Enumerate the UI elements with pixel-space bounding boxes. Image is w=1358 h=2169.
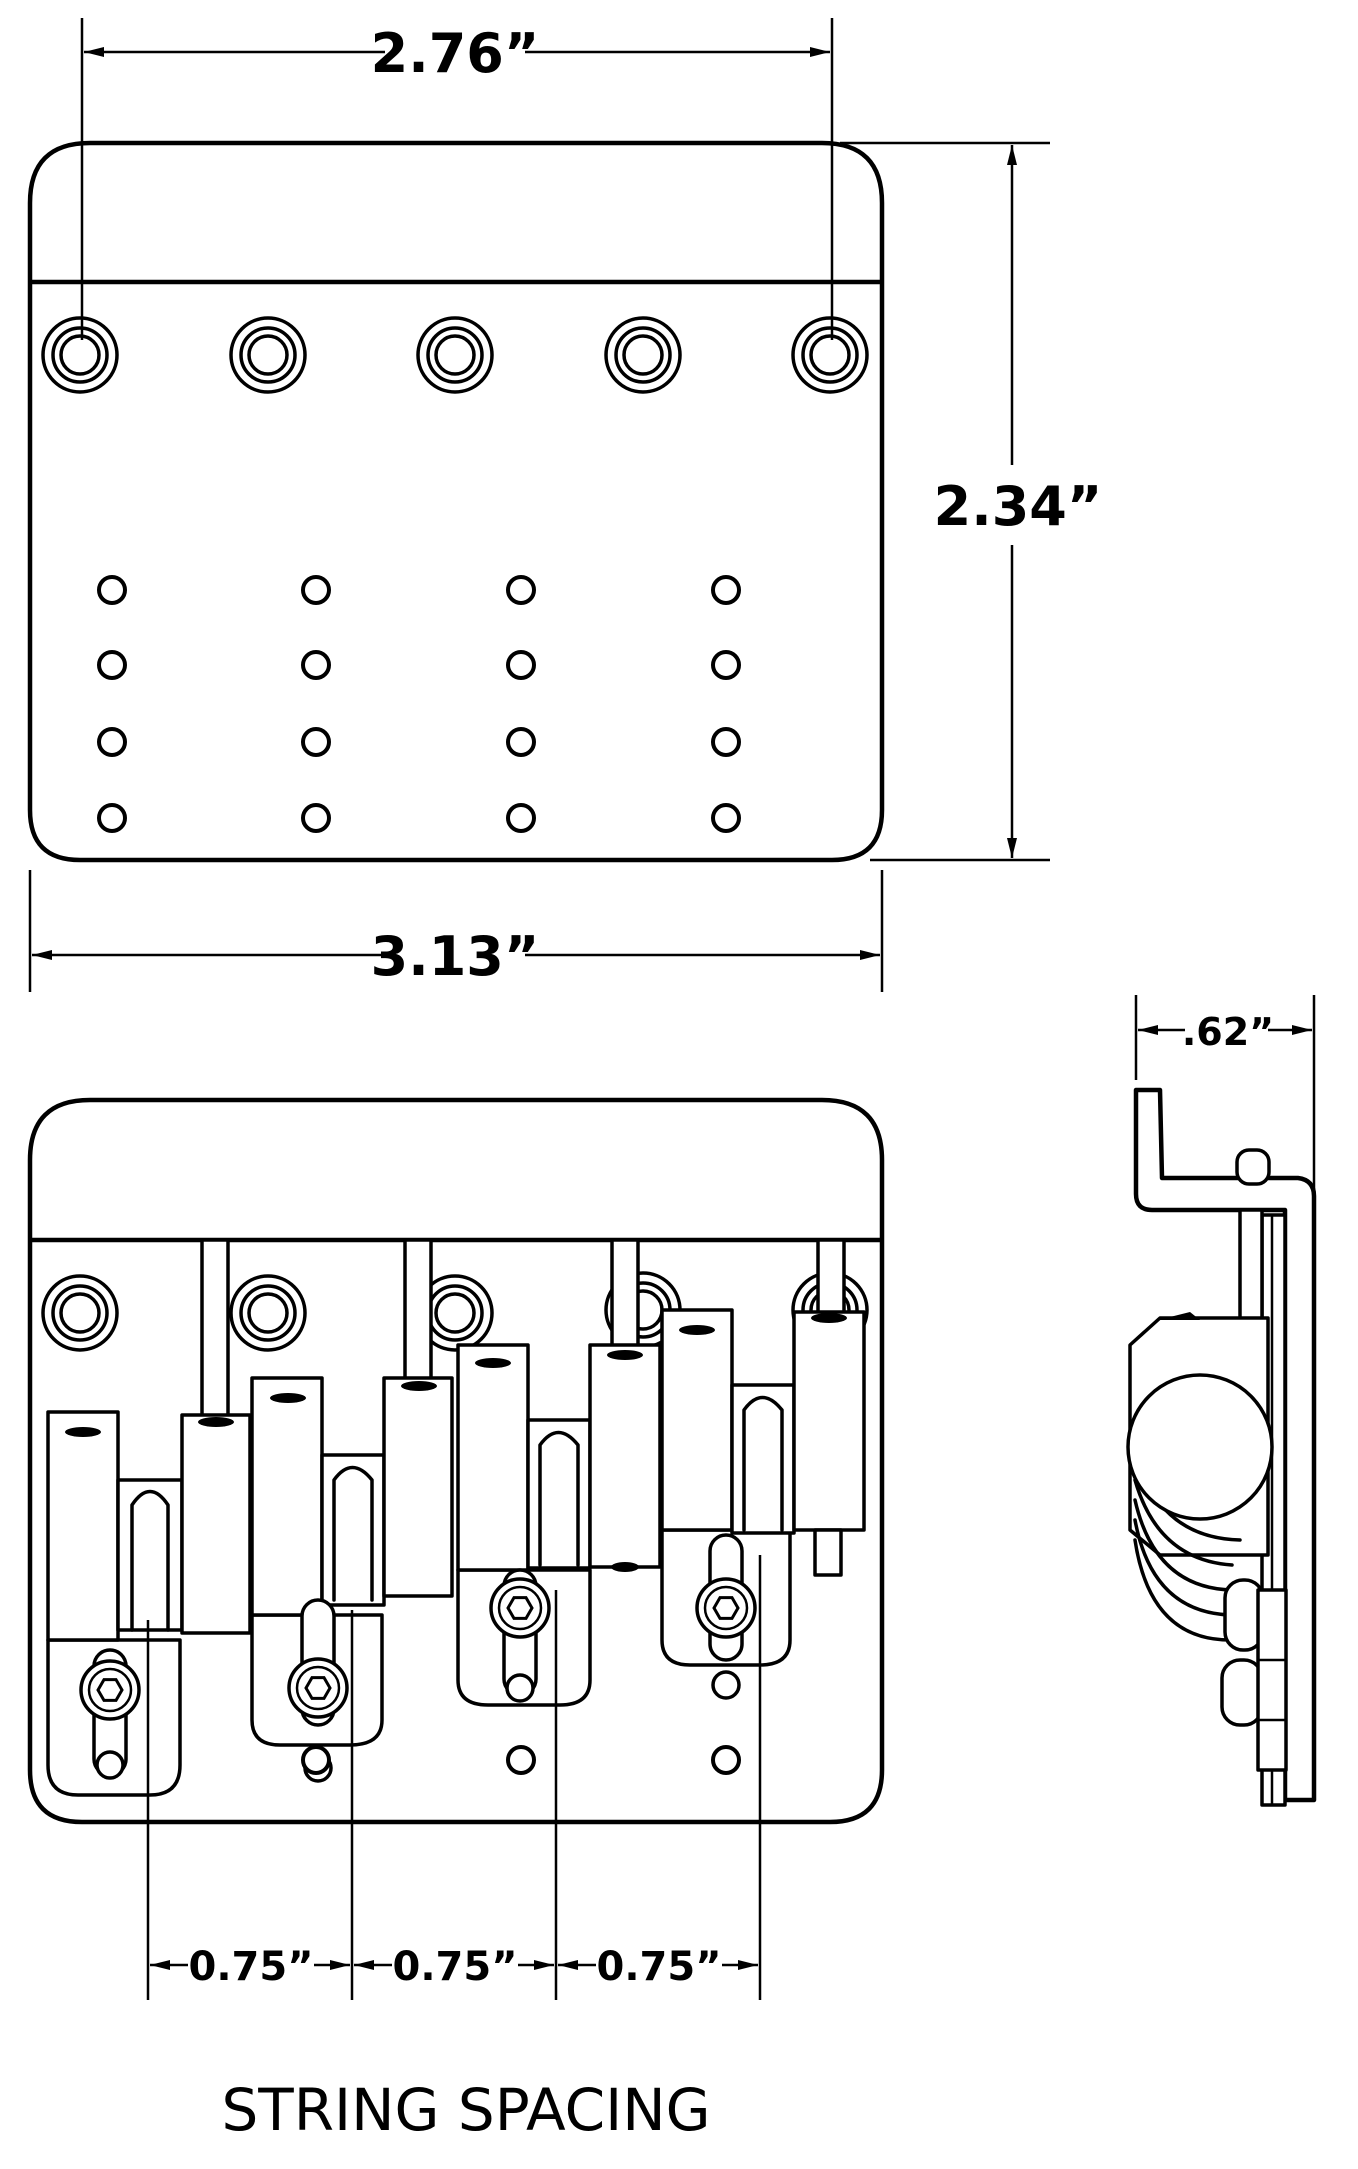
string-hole [506, 650, 536, 680]
string-hole [301, 575, 331, 605]
string-hole [97, 727, 127, 757]
dimension-string-spacing: 0.75” 0.75” 0.75” [146, 1555, 762, 2000]
adjustment-rod [403, 1238, 433, 1402]
intonation-screw [287, 1657, 349, 1719]
dimension-top-hole-spacing: 2.76” [80, 18, 834, 340]
saddle-2 [250, 1376, 454, 1783]
top-view: 2.76” 2.34” 3.13” [27, 18, 1103, 992]
string-hole [506, 1745, 536, 1775]
string-hole [711, 650, 741, 680]
mounting-screw [229, 1274, 307, 1352]
mounting-screw [791, 316, 869, 394]
caption-string-spacing: STRING SPACING [221, 2076, 710, 2144]
adjustment-rod [200, 1238, 230, 1422]
string-hole [506, 727, 536, 757]
mounting-screw [229, 316, 307, 394]
string-hole [97, 803, 127, 833]
string-hole [711, 1745, 741, 1775]
string-hole [711, 575, 741, 605]
dimension-label-plate-length: 2.34” [934, 475, 1103, 538]
intonation-screw [79, 1659, 141, 1721]
dimension-plate-length: 2.34” [840, 141, 1103, 862]
string-gap-label-3: 0.75” [597, 1944, 722, 1990]
side-top-nut [1235, 1148, 1271, 1186]
string-hole [506, 575, 536, 605]
intonation-screw [489, 1577, 551, 1639]
string-hole [97, 575, 127, 605]
string-hole [97, 650, 127, 680]
string-gap-label-2: 0.75” [393, 1944, 518, 1990]
mounting-screw [416, 316, 494, 394]
assembled-plate-outline [27, 1097, 885, 1825]
dimension-label-plate-width: 3.13” [371, 925, 540, 988]
string-hole [301, 727, 331, 757]
mounting-screw-row [41, 316, 869, 394]
dimension-label-top-hole-spacing: 2.76” [371, 22, 540, 85]
side-roller [1126, 1373, 1274, 1521]
mounting-screw [41, 1274, 119, 1352]
string-hole [506, 803, 536, 833]
string-hole [301, 1745, 331, 1775]
side-roller-stack [1133, 1458, 1242, 1642]
assembled-view: 0.75” 0.75” 0.75” STRING SPACING [27, 1097, 885, 2144]
mounting-screw [41, 316, 119, 394]
string-gap-label-1: 0.75” [189, 1944, 314, 1990]
string-hole [711, 727, 741, 757]
dimension-plate-width: 3.13” [28, 870, 884, 992]
side-screw-head [1220, 1658, 1264, 1727]
dimension-label-side-height: .62” [1182, 1010, 1274, 1054]
saddle-4 [660, 1308, 866, 1700]
side-screw-shank [1256, 1588, 1288, 1772]
string-hole-grid [97, 575, 741, 833]
top-plate-outline [27, 140, 885, 863]
saddle-3 [456, 1343, 662, 1707]
string-hole [301, 650, 331, 680]
intonation-screw [695, 1577, 757, 1639]
mounting-screw [604, 316, 682, 394]
saddle-1 [46, 1410, 252, 1797]
string-hole [301, 803, 331, 833]
side-plate-profile [1133, 1087, 1317, 1803]
string-hole [711, 803, 741, 833]
side-view: .62” [1126, 995, 1317, 1807]
